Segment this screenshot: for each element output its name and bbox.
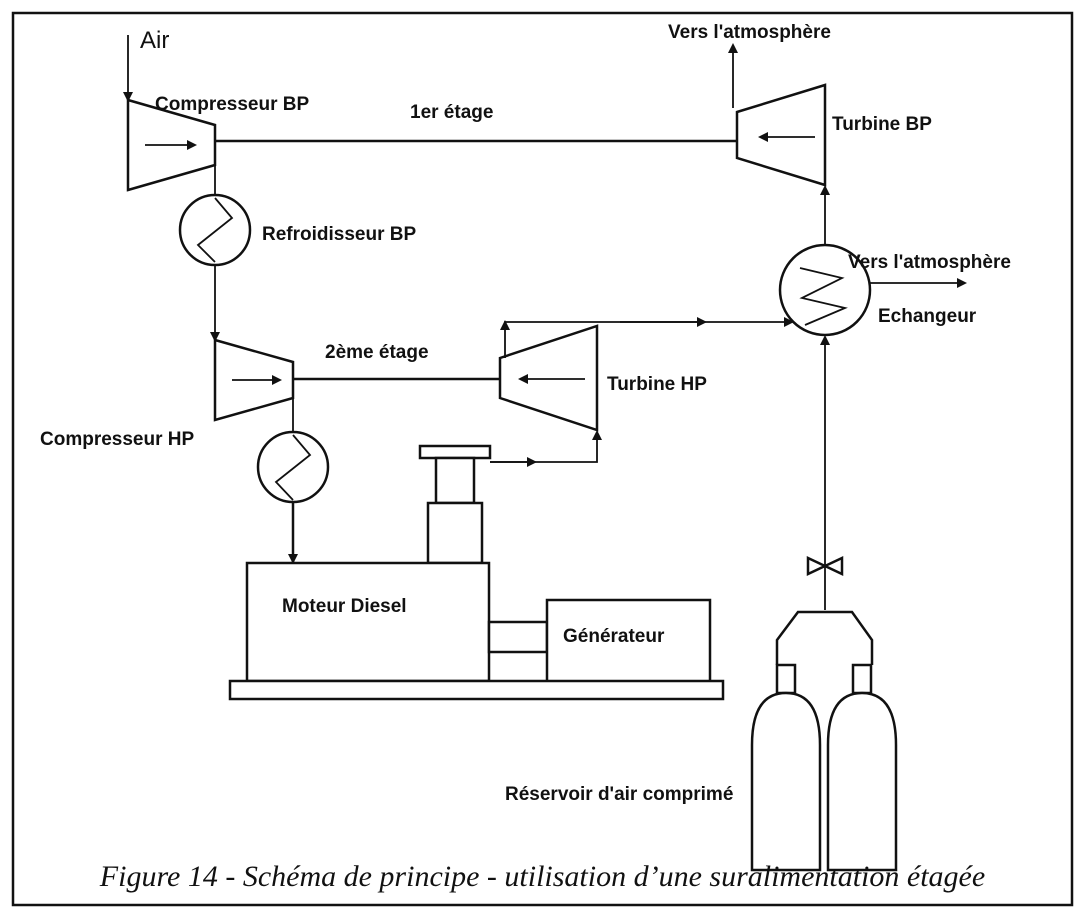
vers-atmosphere-right-label: Vers l'atmosphère xyxy=(848,252,1011,273)
base-plate xyxy=(228,679,725,701)
turbine-bp xyxy=(735,83,827,187)
compresseur-hp-label: Compresseur HP xyxy=(40,429,194,450)
pipe-exhaust-to-turbine-hp xyxy=(490,430,602,463)
compresseur-bp-label: Compresseur BP xyxy=(155,94,309,115)
compresseur-hp xyxy=(213,338,295,422)
figure-caption: Figure 14 - Schéma de principe - utilisa… xyxy=(99,860,986,893)
turbine-bp-label: Turbine BP xyxy=(832,114,932,135)
frame-border xyxy=(11,11,1074,907)
generateur-label: Générateur xyxy=(563,626,665,647)
turbine-hp xyxy=(498,324,599,432)
turbine-hp-label: Turbine HP xyxy=(607,374,707,395)
vers-atmosphere-top-label: Vers l'atmosphère xyxy=(668,22,831,43)
premier-etage-label: 1er étage xyxy=(410,102,493,123)
air-label: Air xyxy=(140,27,169,54)
refroidisseur-bp xyxy=(178,193,252,267)
reservoir-air-comprime xyxy=(750,610,898,872)
refroidisseur-bp-label: Refroidisseur BP xyxy=(262,224,416,245)
echangeur-label: Echangeur xyxy=(878,306,977,327)
deuxieme-etage-label: 2ème étage xyxy=(325,342,429,363)
moteur-diesel-label: Moteur Diesel xyxy=(282,596,407,617)
coupling-shaft xyxy=(487,620,549,654)
generateur xyxy=(545,598,712,684)
moteur-exhaust-stack xyxy=(418,444,492,565)
valve-icon xyxy=(806,556,844,576)
reservoir-label: Réservoir d'air comprimé xyxy=(505,784,733,805)
refroidisseur-hp xyxy=(256,430,330,504)
moteur-diesel xyxy=(245,561,491,683)
